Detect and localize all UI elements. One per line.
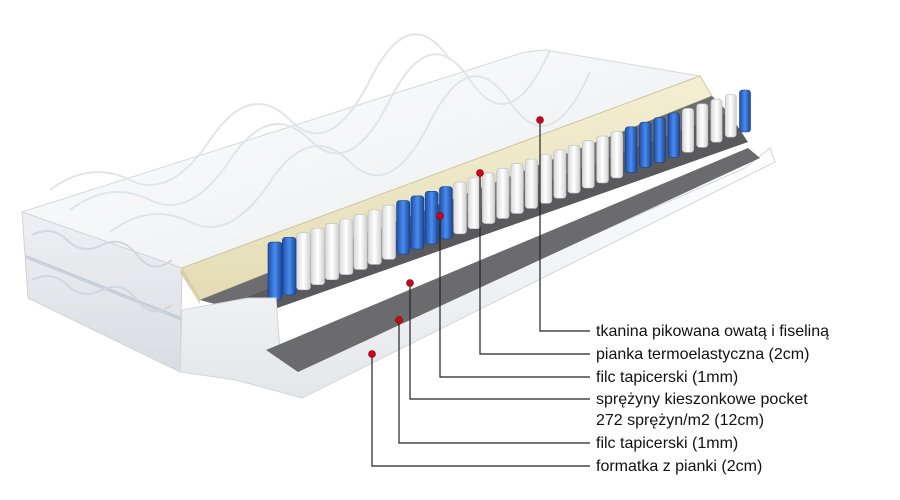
pocket-spring bbox=[739, 89, 751, 133]
pocket-spring bbox=[667, 112, 680, 158]
marker-dot bbox=[406, 279, 414, 287]
label-spring-density: 272 sprężyn/m2 (12cm) bbox=[596, 412, 765, 429]
pocket-spring bbox=[424, 191, 439, 245]
pocket-spring bbox=[467, 177, 481, 230]
label-felt-lower: filc tapicerski (1mm) bbox=[596, 435, 739, 452]
pocket-spring bbox=[281, 237, 297, 296]
pocket-spring bbox=[367, 209, 382, 265]
pocket-spring bbox=[639, 121, 652, 168]
pocket-spring bbox=[267, 241, 283, 301]
leader-lines bbox=[368, 116, 590, 467]
pocket-spring bbox=[453, 181, 467, 235]
pocket-spring bbox=[339, 218, 354, 275]
label-foam-base: formatka z pianki (2cm) bbox=[596, 458, 763, 475]
pocket-spring bbox=[410, 195, 425, 250]
pocket-spring bbox=[710, 98, 723, 143]
label-felt-upper: filc tapicerski (1mm) bbox=[596, 369, 739, 386]
pocket-spring bbox=[396, 200, 411, 255]
pocket-spring bbox=[553, 149, 567, 199]
base-foam bbox=[179, 147, 776, 399]
pocket-spring bbox=[696, 103, 709, 148]
leader-quilted-fabric bbox=[539, 120, 590, 332]
marker-dot bbox=[476, 169, 484, 177]
label-pocket-springs: sprężyny kieszonkowe pocket bbox=[596, 391, 808, 408]
spring-core bbox=[222, 89, 751, 312]
leader-felt-upper bbox=[439, 216, 590, 378]
pocket-spring bbox=[567, 145, 581, 194]
pocket-spring bbox=[496, 168, 510, 219]
leader-foam-base bbox=[371, 354, 590, 467]
pocket-spring bbox=[481, 172, 496, 224]
leader-thermoelastic-foam bbox=[479, 173, 590, 355]
pocket-spring bbox=[296, 232, 311, 291]
pocket-spring bbox=[524, 158, 538, 209]
pocket-spring bbox=[353, 214, 368, 270]
marker-dot bbox=[536, 116, 544, 124]
pocket-spring bbox=[510, 163, 524, 214]
pocket-spring bbox=[681, 108, 694, 153]
label-quilted-fabric: tkanina pikowana owatą i fiseliną bbox=[596, 323, 830, 340]
leader-felt-lower bbox=[398, 320, 590, 444]
marker-dot bbox=[436, 212, 444, 220]
pocket-spring bbox=[610, 131, 624, 179]
pocket-spring bbox=[310, 227, 325, 285]
label-thermoelastic-foam: pianka termoelastyczna (2cm) bbox=[596, 346, 810, 363]
pocket-spring bbox=[624, 126, 638, 174]
pocket-spring bbox=[596, 135, 609, 184]
marker-dot bbox=[395, 316, 403, 324]
pocket-spring bbox=[581, 140, 595, 189]
pocket-spring bbox=[381, 204, 396, 260]
pocket-spring bbox=[653, 117, 666, 163]
pocket-spring bbox=[539, 154, 553, 204]
marker-dot bbox=[368, 350, 376, 358]
leader-pocket-springs bbox=[409, 283, 590, 400]
pocket-spring bbox=[724, 94, 737, 138]
quilted-cover bbox=[21, 33, 702, 373]
pocket-spring bbox=[324, 223, 340, 281]
